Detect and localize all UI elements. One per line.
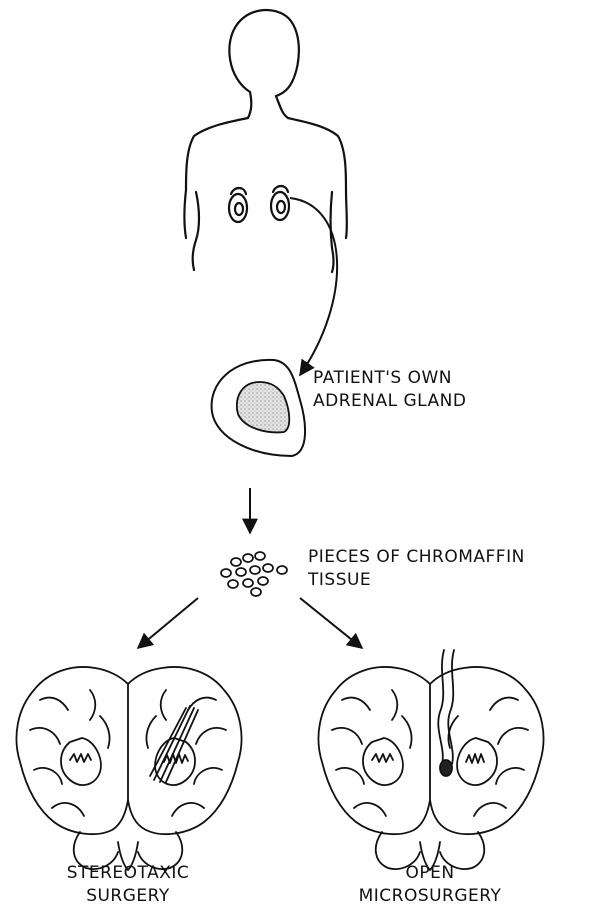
- brain-stereotaxic-illustration: [16, 667, 241, 870]
- adrenal-gland-illustration: [212, 360, 305, 456]
- brain-microsurgery-illustration: [318, 650, 543, 870]
- microsurgery-label-line2: MICROSURGERY: [330, 885, 530, 908]
- head-outline: [229, 10, 299, 96]
- human-figure-illustration: [185, 10, 347, 272]
- left-kidney-adrenal-icon: [229, 188, 247, 222]
- chromaffin-tissue-pieces: [221, 552, 287, 596]
- microsurgery-label-line1: OPEN: [330, 862, 530, 885]
- tissue-label: PIECES OF CHROMAFFIN TISSUE: [308, 546, 525, 592]
- adrenal-medulla-stipple: [237, 382, 289, 432]
- stereotaxic-label: STEREOTAXIC SURGERY: [28, 862, 228, 908]
- adrenal-label-line1: PATIENT'S OWN: [313, 367, 466, 390]
- adrenal-label-line2: ADRENAL GLAND: [313, 390, 466, 413]
- tissue-to-stereotaxic-arrow: [138, 598, 198, 648]
- microsurgery-label: OPEN MICROSURGERY: [330, 862, 530, 908]
- adrenal-gland-label: PATIENT'S OWN ADRENAL GLAND: [313, 367, 466, 413]
- tissue-label-line1: PIECES OF CHROMAFFIN: [308, 546, 525, 569]
- right-kidney-adrenal-icon: [271, 186, 289, 220]
- tissue-label-line2: TISSUE: [308, 569, 525, 592]
- stereotaxic-label-line2: SURGERY: [28, 885, 228, 908]
- tissue-to-microsurgery-arrow: [300, 598, 362, 648]
- torso-outline: [185, 92, 347, 272]
- stereotaxic-label-line1: STEREOTAXIC: [28, 862, 228, 885]
